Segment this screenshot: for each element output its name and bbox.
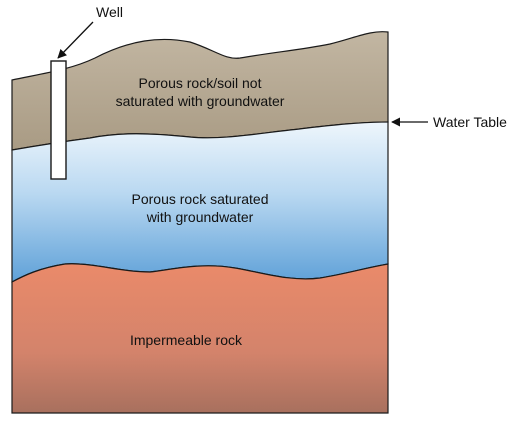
impermeable-layer — [11, 263, 389, 414]
well-label: Well — [96, 4, 123, 20]
saturated-label-line2: with groundwater — [146, 209, 254, 225]
unsaturated-label-line2: saturated with groundwater — [116, 93, 285, 109]
unsaturated-label-line1: Porous rock/soil not — [139, 75, 262, 91]
saturated-label-line1: Porous rock saturated — [132, 191, 269, 207]
impermeable-label: Impermeable rock — [130, 332, 243, 348]
well-pointer-arrow-icon — [57, 21, 94, 59]
well-shaft — [50, 60, 67, 180]
water-table-label: Water Table — [433, 114, 507, 130]
